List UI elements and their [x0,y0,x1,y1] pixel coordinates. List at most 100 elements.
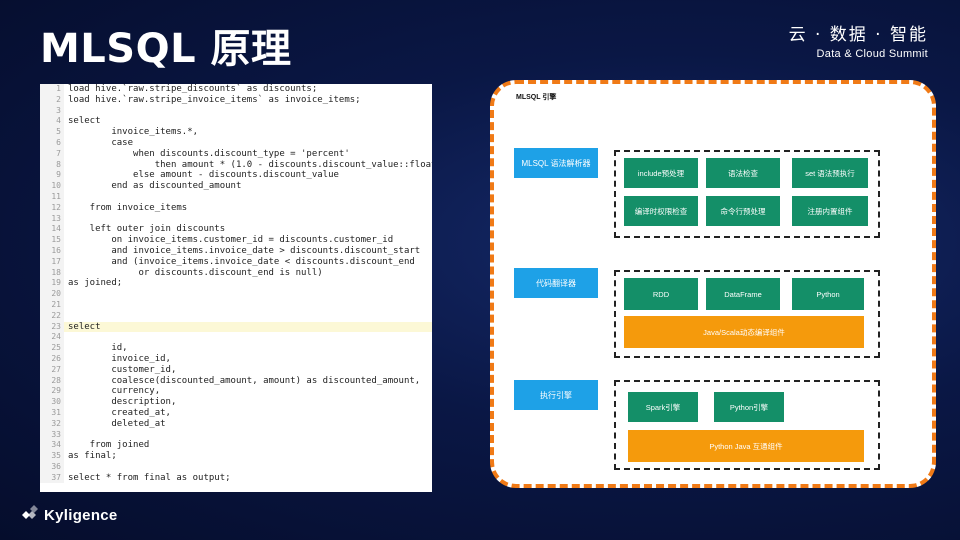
code-line: 23 select [40,321,432,333]
engine-bar: Python Java 互通组件 [628,430,864,462]
code-line: 5 invoice_items.*, [40,127,432,138]
code-text: from invoice_items [68,202,188,213]
translator-bar: Java/Scala动态编译组件 [624,316,864,348]
line-number: 18 [40,267,64,279]
parser-box: include预处理 [624,158,698,188]
code-text: as final; [68,451,117,462]
engine-box: Spark引擎 [628,392,698,422]
code-line: 31 created_at, [40,407,432,419]
line-number: 30 [40,397,64,408]
code-line: 21 [40,299,432,311]
code-line: 35 as final; [40,451,432,462]
kyligence-logo: Kyligence [20,505,118,525]
code-line: 25 id, [40,343,432,354]
stage-engine: 执行引擎 [514,380,598,410]
code-line: 12 from invoice_items [40,202,432,214]
code-text: and (invoice_items.invoice_date < discou… [68,256,415,267]
code-line: 2 load hive.`raw.stripe_invoice_items` as… [40,94,432,106]
line-number: 5 [40,127,64,138]
code-text: load hive.`raw.stripe_invoice_items` as … [68,94,361,105]
line-number: 23 [40,321,64,333]
line-number: 22 [40,310,64,322]
code-line: 14 left outer join discounts [40,224,432,236]
line-number: 36 [40,461,64,473]
line-number: 35 [40,451,64,462]
code-line: 18 or discounts.discount_end is null) [40,267,432,279]
slide-title: MLSQL 原理 [40,26,292,72]
translator-box: Python [792,278,864,310]
line-number: 7 [40,148,64,160]
line-number: 20 [40,289,64,300]
translator-group: RDD DataFrame Python Java/Scala动态编译组件 [614,270,880,358]
code-line: 32 deleted_at [40,418,432,430]
parser-box: 命令行预处理 [706,196,780,226]
line-number: 19 [40,278,64,290]
code-line: 24 [40,332,432,344]
code-text: from joined [68,440,150,451]
line-number: 26 [40,353,64,365]
code-line: 1 load hive.`raw.stripe_discounts` as dis… [40,84,432,95]
code-line: 29 currency, [40,386,432,398]
line-number: 25 [40,343,64,354]
engine-box: Python引擎 [714,392,784,422]
stage-parser: MLSQL 语法解析器 [514,148,598,178]
code-text: or discounts.discount_end is null) [68,267,323,278]
code-text: invoice_items.*, [68,127,199,138]
line-number: 32 [40,418,64,430]
code-text: select [68,116,101,127]
stage-translator: 代码翻译器 [514,268,598,298]
line-number: 16 [40,245,64,257]
code-line: 13 [40,213,432,225]
code-line: 28 coalesce(discounted_amount, amount) a… [40,375,432,387]
code-text: invoice_id, [68,353,171,364]
line-number: 9 [40,170,64,182]
line-number: 15 [40,235,64,246]
line-number: 24 [40,332,64,344]
line-number: 2 [40,94,64,106]
code-line: 33 [40,429,432,441]
code-line: 17 and (invoice_items.invoice_date < dis… [40,256,432,268]
line-number: 8 [40,159,64,171]
parser-box: set 语法预执行 [792,158,868,188]
line-number: 11 [40,191,64,203]
code-editor: 1 load hive.`raw.stripe_discounts` as dis… [40,84,432,492]
line-number: 12 [40,202,64,214]
line-number: 31 [40,407,64,419]
parser-box: 语法检查 [706,158,780,188]
code-line: 34 from joined [40,440,432,452]
code-line: 8 then amount * (1.0 - discounts.discoun… [40,159,432,171]
code-text: on invoice_items.customer_id = discounts… [68,235,394,246]
line-number: 33 [40,429,64,441]
line-number: 3 [40,105,64,117]
code-line: 15 on invoice_items.customer_id = discou… [40,235,432,246]
code-text: and invoice_items.invoice_date > discoun… [68,245,421,256]
code-text: load hive.`raw.stripe_discounts` as disc… [68,84,318,94]
line-number: 10 [40,181,64,192]
code-text: case [68,137,134,148]
brand-line-1: 云 · 数据 · 智能 [788,25,928,45]
code-text: select [68,321,101,332]
code-text: left outer join discounts [68,224,226,235]
code-text: coalesce(discounted_amount, amount) as d… [68,375,421,386]
line-number: 21 [40,299,64,311]
parser-box: 注册内置组件 [792,196,868,226]
code-text: select * from final as output; [68,472,231,483]
line-number: 27 [40,364,64,376]
code-text: else amount - discounts.discount_value [68,170,339,181]
code-line: 10 end as discounted_amount [40,181,432,192]
line-number: 13 [40,213,64,225]
code-line: 11 [40,191,432,203]
brand-line-2: Data & Cloud Summit [816,48,928,60]
code-line: 20 [40,289,432,300]
code-text: as joined; [68,278,123,289]
diagram-title: MLSQL 引擎 [516,94,557,101]
code-text: customer_id, [68,364,177,375]
code-line: 22 [40,310,432,322]
line-number: 1 [40,84,64,95]
line-number: 34 [40,440,64,452]
code-line: 9 else amount - discounts.discount_value [40,170,432,182]
code-text: deleted_at [68,418,166,429]
logo-text: Kyligence [44,506,118,524]
code-text: description, [68,397,177,408]
